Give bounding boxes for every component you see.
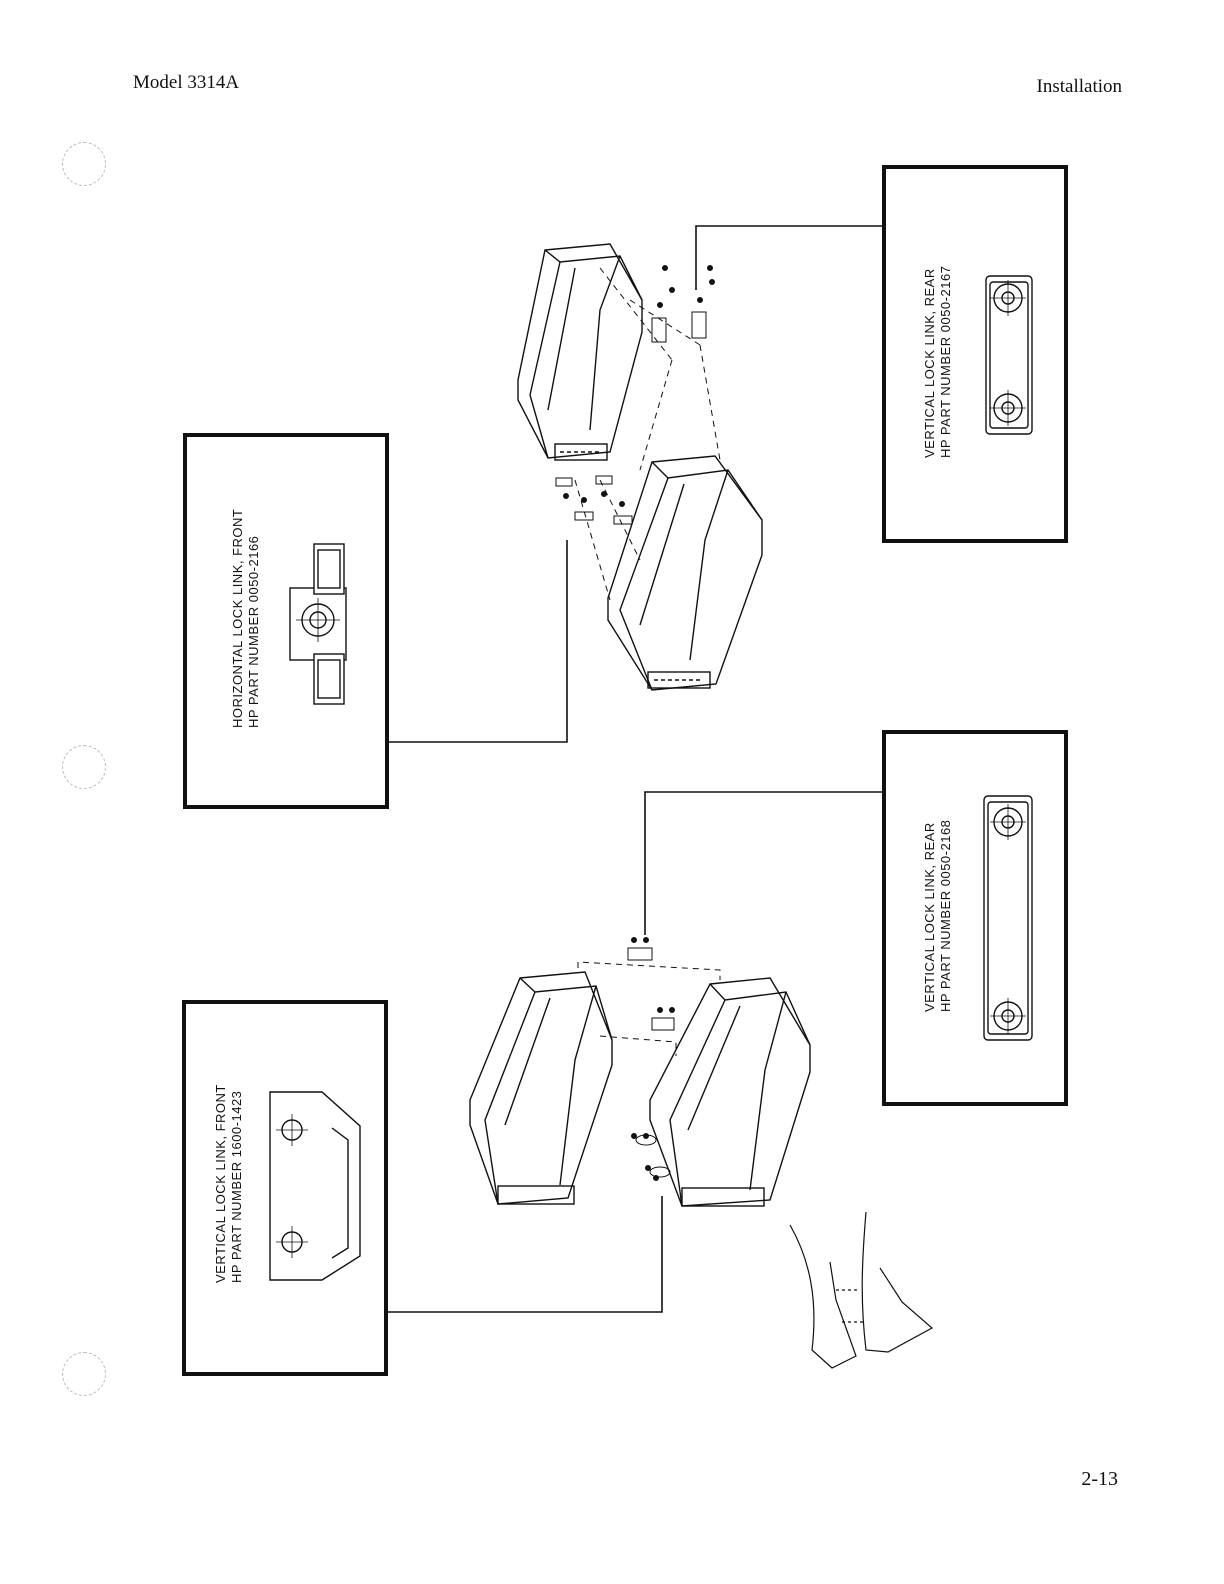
vertical-rear-link-2168-icon xyxy=(984,796,1032,1040)
vertical-front-link-1423-icon xyxy=(270,1092,360,1280)
horizontal-front-line1: HORIZONTAL LOCK LINK, FRONT xyxy=(230,509,245,728)
vertical-rear-top-line2: HP PART NUMBER 0050-2167 xyxy=(938,266,953,458)
vertical-front-line2: HP PART NUMBER 1600-1423 xyxy=(229,1091,244,1283)
vertical-rear-link-2167-icon xyxy=(986,276,1032,434)
vertical-rear-top-line1: VERTICAL LOCK LINK, REAR xyxy=(922,268,937,458)
vertical-rear-bottom-line1: VERTICAL LOCK LINK, REAR xyxy=(922,822,937,1012)
horizontal-front-line2: HP PART NUMBER 0050-2166 xyxy=(246,536,261,728)
vertical-rear-bottom-line2: HP PART NUMBER 0050-2168 xyxy=(938,820,953,1012)
horizontal-lock-link-icon xyxy=(290,544,346,704)
vertical-front-line1: VERTICAL LOCK LINK, FRONT xyxy=(213,1084,228,1283)
